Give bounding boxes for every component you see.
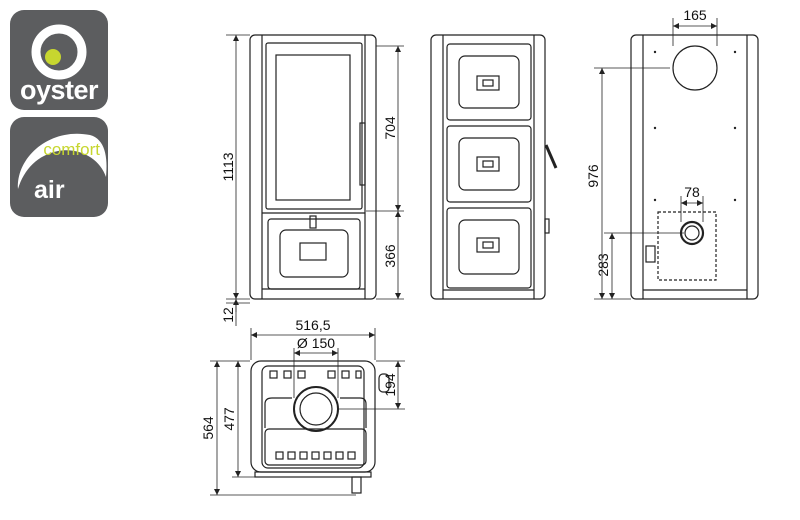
top-flue-collar: [293, 386, 339, 432]
dim-top-flue: Ø 150: [297, 335, 335, 351]
side-view: [430, 34, 558, 300]
dim-flue-top: 165: [683, 7, 707, 23]
back-view: [630, 34, 759, 300]
dim-top-flue-offset: 194: [382, 373, 398, 397]
dim-front-lower: 366: [382, 244, 398, 268]
door-handle: [359, 122, 366, 186]
front-view: [249, 34, 377, 300]
top-view: [250, 360, 390, 494]
rear-opening: [657, 211, 717, 281]
comfort-air-logo: comfort air: [10, 117, 108, 217]
tile-1: [446, 43, 532, 121]
dim-top-width: 516,5: [295, 317, 330, 333]
dim-back-height: 976: [585, 164, 601, 188]
drawer-handle: [309, 215, 317, 229]
oyster-wordmark: oyster: [19, 75, 99, 105]
dim-rear-opening: 78: [684, 184, 700, 200]
dim-top-depth: 564: [200, 416, 216, 440]
dim-base-gap: 12: [220, 307, 236, 323]
oyster-dot: [45, 49, 61, 65]
tile-2: [446, 125, 532, 203]
back-flue-outlet: [672, 45, 718, 91]
front-door: [265, 42, 363, 210]
dim-front-height: 1113: [220, 152, 236, 181]
dim-front-upper: 704: [382, 116, 398, 140]
side-handle: [544, 144, 558, 169]
comfort-wordmark: comfort: [43, 140, 100, 159]
oyster-logo: oyster: [10, 10, 108, 110]
oyster-ring-icon: [31, 24, 87, 80]
tile-3: [446, 207, 532, 289]
front-glass: [275, 54, 351, 201]
air-wordmark: air: [34, 176, 65, 204]
swoosh-icon: [17, 133, 107, 189]
dim-rear-opening-height: 283: [595, 253, 611, 277]
dim-top-inner-depth: 477: [221, 407, 237, 431]
